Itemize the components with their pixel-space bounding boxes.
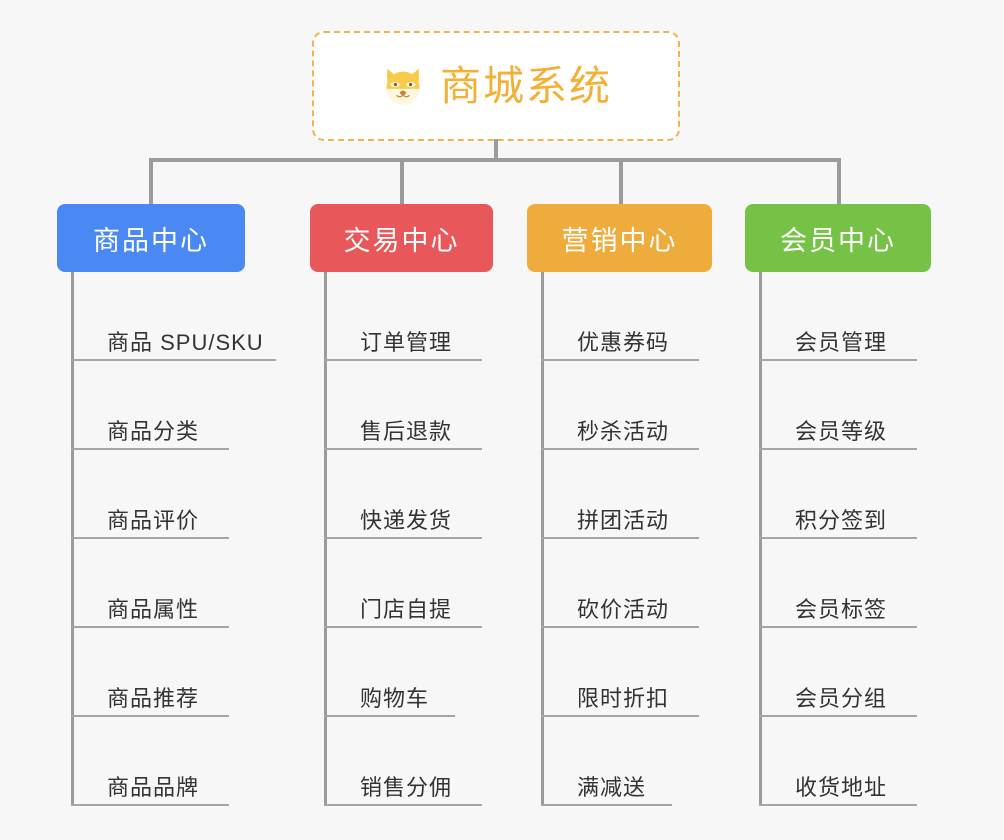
leaf-item-label: 商品评价 (107, 507, 200, 533)
leaf-item-label: 商品推荐 (107, 685, 200, 711)
leaf-item[interactable]: 满减送 (541, 717, 672, 806)
leaf-item[interactable]: 购物车 (324, 628, 455, 717)
branch-group-1: 商品 SPU/SKU 商品分类商品评价商品属性商品推荐商品品牌 (71, 272, 331, 806)
leaf-item[interactable]: 会员等级 (759, 361, 917, 450)
leaf-item-label: 订单管理 (360, 329, 453, 355)
leaf-item[interactable]: 商品评价 (71, 450, 229, 539)
leaf-item[interactable]: 商品品牌 (71, 717, 229, 806)
leaf-item-label: 售后退款 (360, 418, 453, 444)
leaf-item[interactable]: 会员管理 (759, 272, 917, 361)
leaf-item[interactable]: 商品分类 (71, 361, 229, 450)
leaf-item[interactable]: 快递发货 (324, 450, 482, 539)
category-box-4[interactable]: 会员中心 (745, 204, 931, 272)
leaf-item[interactable]: 商品 SPU/SKU (71, 272, 276, 361)
root-node-title: 商城系统 (440, 62, 612, 109)
leaf-item[interactable]: 限时折扣 (541, 628, 699, 717)
leaf-item-label: 会员标签 (795, 596, 888, 622)
leaf-item[interactable]: 商品推荐 (71, 628, 229, 717)
leaf-item-label: 拼团活动 (577, 507, 670, 533)
category-box-2[interactable]: 交易中心 (310, 204, 493, 272)
leaf-item[interactable]: 优惠券码 (541, 272, 699, 361)
leaf-item[interactable]: 积分签到 (759, 450, 917, 539)
branch-spine-4 (759, 272, 762, 806)
branch-drop-connector-1 (149, 158, 153, 204)
leaf-item-label: 限时折扣 (577, 685, 670, 711)
leaf-item-label: 秒杀活动 (577, 418, 670, 444)
leaf-item-label: 商品 SPU/SKU (107, 329, 264, 355)
dog-face-icon (386, 68, 420, 105)
branch-drop-connector-4 (837, 158, 841, 204)
leaf-item-label: 购物车 (360, 685, 430, 711)
leaf-item[interactable]: 售后退款 (324, 361, 482, 450)
category-label: 商品中心 (93, 225, 209, 256)
leaf-item[interactable]: 收货地址 (759, 717, 917, 806)
leaf-item[interactable]: 会员标签 (759, 539, 917, 628)
branch-drop-connector-3 (619, 158, 623, 204)
leaf-item-label: 快递发货 (360, 507, 453, 533)
category-label: 会员中心 (780, 225, 896, 256)
leaf-item-label: 积分签到 (795, 507, 888, 533)
category-box-1[interactable]: 商品中心 (57, 204, 245, 272)
leaf-item-label: 销售分佣 (360, 774, 453, 800)
leaf-item[interactable]: 拼团活动 (541, 450, 699, 539)
root-stem-connector (494, 139, 498, 160)
leaf-item-label: 商品属性 (107, 596, 200, 622)
branch-group-4: 会员管理会员等级积分签到会员标签会员分组收货地址 (759, 272, 1004, 806)
leaf-item-label: 砍价活动 (577, 596, 670, 622)
category-label: 交易中心 (343, 225, 460, 256)
leaf-item[interactable]: 秒杀活动 (541, 361, 699, 450)
leaf-item[interactable]: 会员分组 (759, 628, 917, 717)
horizontal-bus-connector (150, 158, 839, 162)
leaf-item-label: 收货地址 (795, 774, 888, 800)
leaf-item[interactable]: 销售分佣 (324, 717, 482, 806)
branch-spine-1 (71, 272, 74, 806)
leaf-item[interactable]: 订单管理 (324, 272, 482, 361)
leaf-item-label: 会员分组 (795, 685, 888, 711)
leaf-item-label: 优惠券码 (577, 329, 670, 355)
branch-group-2: 订单管理售后退款快递发货门店自提购物车销售分佣 (324, 272, 584, 806)
branch-group-3: 优惠券码秒杀活动拼团活动砍价活动限时折扣满减送 (541, 272, 801, 806)
branch-spine-2 (324, 272, 327, 806)
leaf-item-label: 会员等级 (795, 418, 888, 444)
leaf-item[interactable]: 门店自提 (324, 539, 482, 628)
branch-spine-3 (541, 272, 544, 806)
leaf-item[interactable]: 砍价活动 (541, 539, 699, 628)
branch-drop-connector-2 (400, 158, 404, 204)
leaf-item-label: 商品品牌 (107, 774, 200, 800)
root-node-mall-system[interactable]: 商城系统 (312, 31, 680, 141)
leaf-item[interactable]: 商品属性 (71, 539, 229, 628)
category-label: 营销中心 (561, 225, 678, 256)
leaf-item-label: 门店自提 (360, 596, 453, 622)
leaf-item-label: 满减送 (577, 774, 647, 800)
category-box-3[interactable]: 营销中心 (527, 204, 712, 272)
leaf-item-label: 商品分类 (107, 418, 200, 444)
leaf-item-label: 会员管理 (795, 329, 888, 355)
